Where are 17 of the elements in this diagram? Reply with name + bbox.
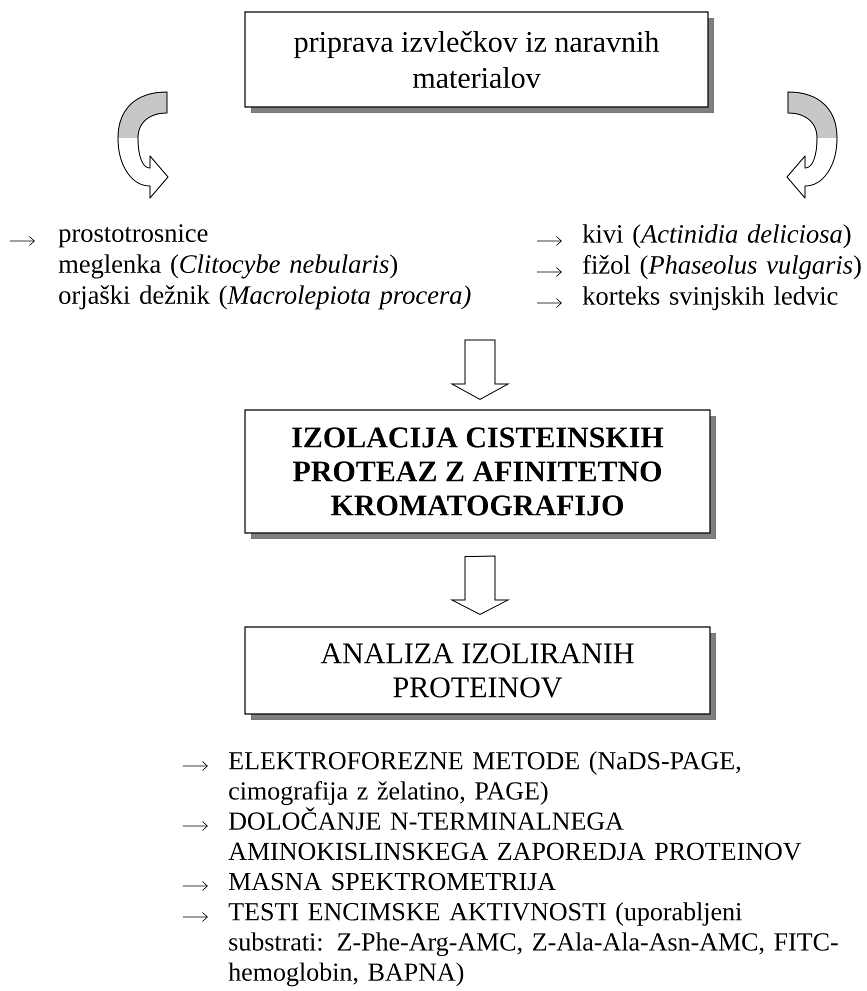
list-item: MASNA SPEKTROMETRIJA (228, 872, 556, 890)
list-item: TESTI ENCIMSKE AKTIVNOSTI (uporabljeni substrati: Z-Phe-Arg-AMC, Z-Ala-Ala-Asn-AMC, FITC-hemoglobin, BAPNA) (228, 902, 838, 986)
process-box: ANALIZA IZOLIRANIH PROTEINOV (244, 626, 716, 720)
process-box: priprava izvlečkov iz naravnih materialov (244, 11, 714, 113)
list-item: DOLOČANJE N-TERMINALNEGA AMINOKISLINSKEGA ZAPOREDJA PROTEINOV (228, 807, 802, 860)
block-arrow (450, 340, 510, 400)
curved-arrow (786, 92, 838, 198)
list-item: meglenka (Clitocybe nebularis) (58, 254, 398, 278)
list-item: kivi (Actinidia deliciosa) (582, 224, 850, 248)
list-item: prostotrosnice (58, 224, 208, 248)
list-item: ELEKTROFOREZNE METODE (NaDS-PAGE, cimografija z želatino, PAGE) (228, 751, 740, 806)
list-item: korteks svinjskih ledvic (582, 286, 838, 310)
list-item: fižol (Phaseolus vulgaris) (583, 254, 861, 280)
block-arrow (450, 556, 510, 615)
process-box: IZOLACIJA CISTEINSKIH PROTEAZ Z AFINITETNO KROMATOGRAFIJO (244, 409, 716, 539)
curved-arrow (118, 92, 168, 198)
list-item: orjaški dežnik (Macrolepiota procera) (59, 285, 470, 310)
